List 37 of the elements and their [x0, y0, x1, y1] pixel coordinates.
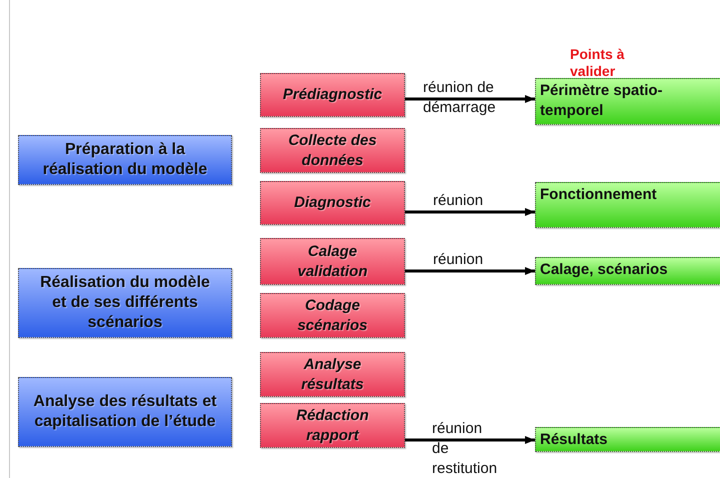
- result-box: [535, 78, 720, 125]
- box-text: Codage scénarios: [296, 296, 369, 336]
- note-text: Points à valider: [570, 46, 626, 80]
- box-text: Diagnostic: [294, 193, 371, 213]
- box-text: Rédaction rapport: [295, 406, 370, 446]
- box-text: Analyse des résultats et capitalisation de l’étude: [32, 392, 218, 432]
- box-text: Analyse résultats: [300, 354, 365, 394]
- edge-label: réunion: [433, 191, 484, 211]
- arrow: [405, 95, 535, 103]
- edge-label: réunion de démarrage: [423, 78, 497, 118]
- edge-label: réunion de restitution: [432, 419, 498, 478]
- task-box: [260, 352, 405, 397]
- arrow: [405, 208, 535, 216]
- result-box: [535, 257, 720, 285]
- task-box: [260, 403, 405, 448]
- task-box: [260, 238, 405, 285]
- box-text: Calage validation: [296, 242, 368, 282]
- box-text: Préparation à la réalisation du modèle: [42, 140, 208, 180]
- result-box: [535, 182, 720, 228]
- box-text: Calage, scénarios: [540, 260, 668, 280]
- arrow: [405, 267, 535, 275]
- task-box: [260, 293, 405, 338]
- result-box: [535, 427, 720, 452]
- phase-box: [18, 268, 232, 338]
- box-text: Périmètre spatio-temporel: [540, 81, 664, 121]
- task-box: [260, 73, 405, 117]
- box-text: Fonctionnement: [540, 185, 657, 205]
- phase-box: [18, 377, 232, 447]
- arrow: [405, 436, 535, 444]
- phase-box: [18, 135, 232, 185]
- task-box: [260, 181, 405, 225]
- edge-label: réunion: [433, 250, 484, 270]
- box-text: Réalisation du modèle et de ses différents scénarios: [39, 273, 211, 333]
- box-text: Prédiagnostic: [282, 85, 382, 105]
- box-text: Résultats: [540, 430, 608, 450]
- task-box: [260, 128, 405, 173]
- box-text: Collecte des données: [287, 130, 378, 170]
